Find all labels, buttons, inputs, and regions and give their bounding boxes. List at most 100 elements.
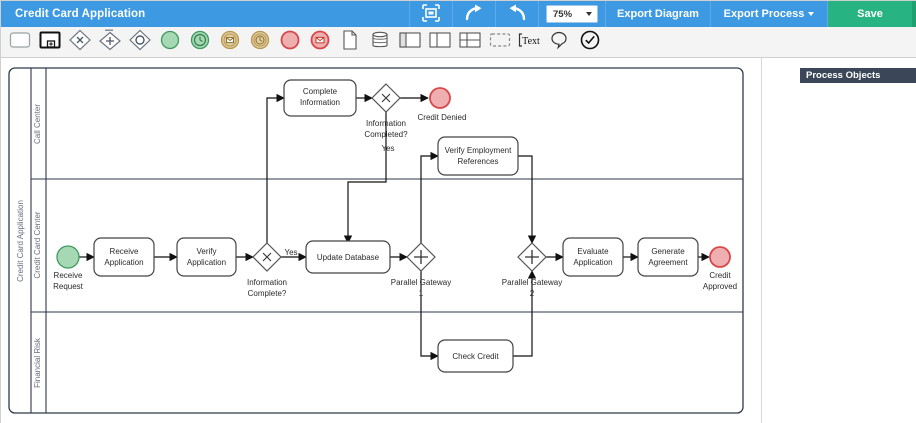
pool-label: Credit Card Application xyxy=(16,200,25,282)
end-event-shape[interactable] xyxy=(429,87,451,109)
start-timer-event-tool[interactable] xyxy=(185,28,215,56)
gateway-parallel-2[interactable]: Parallel Gateway 2 xyxy=(502,242,562,298)
export-diagram-button[interactable]: Export Diagram xyxy=(617,8,699,20)
intermediate-timer-event-tool[interactable] xyxy=(245,28,275,56)
start-event-label-line2: Request xyxy=(53,282,84,291)
sequence-flow[interactable] xyxy=(343,112,387,244)
lane-label-financial-risk: Financial Risk xyxy=(33,337,42,388)
export-process-button[interactable]: Export Process xyxy=(711,1,827,27)
task-shape[interactable] xyxy=(562,237,624,277)
exclusive-gateway-tool[interactable] xyxy=(65,28,95,56)
lane-vertical-tool[interactable] xyxy=(425,28,455,56)
gateway-information-completed[interactable]: Information Completed? xyxy=(364,83,408,139)
task-label-line1: Verify xyxy=(196,247,216,256)
toolbar-divider xyxy=(827,1,828,27)
bpmn-diagram[interactable]: Credit Card Application Call Center Cred… xyxy=(1,58,916,423)
sequence-flow[interactable] xyxy=(420,271,439,361)
end-event-tool[interactable] xyxy=(275,28,305,56)
save-dropdown-button[interactable] xyxy=(912,1,916,27)
end-event-credit-approved[interactable]: Credit Approved xyxy=(703,246,737,291)
task-shape[interactable] xyxy=(305,240,391,274)
data-object-tool[interactable] xyxy=(335,28,365,56)
save-button[interactable]: Save xyxy=(828,1,912,27)
gateway-label-line1: Parallel Gateway xyxy=(391,278,451,287)
start-event-shape[interactable] xyxy=(56,245,80,269)
task-label-line2: Agreement xyxy=(648,258,688,267)
task-shape[interactable] xyxy=(283,79,357,117)
chevron-down-icon xyxy=(586,12,592,16)
parallel-gateway-tool[interactable] xyxy=(95,28,125,56)
end-event-credit-denied[interactable]: Credit Denied xyxy=(418,87,467,122)
start-timer-event-icon xyxy=(189,29,211,56)
validate-icon xyxy=(579,29,601,56)
text-annotation-icon: Text xyxy=(517,30,543,55)
sequence-flow[interactable] xyxy=(513,270,537,357)
start-event-icon xyxy=(159,29,181,56)
gateway-label-line1: Parallel Gateway xyxy=(502,278,562,287)
task-complete-information[interactable]: Complete Information xyxy=(283,79,357,117)
task-evaluate-application[interactable]: Evaluate Application xyxy=(562,237,624,277)
task-verify-application[interactable]: Verify Application xyxy=(176,237,237,277)
subprocess-tool[interactable] xyxy=(35,28,65,56)
parallel-marker-icon xyxy=(525,250,539,264)
task-shape[interactable] xyxy=(437,339,514,373)
data-store-icon xyxy=(369,29,391,56)
task-shape[interactable] xyxy=(437,136,519,176)
task-shape[interactable] xyxy=(176,237,237,277)
task-tool[interactable] xyxy=(5,28,35,56)
zoom-level-value: 75% xyxy=(553,8,573,20)
end-event-shape[interactable] xyxy=(709,246,731,268)
zoom-select[interactable]: 75% xyxy=(546,5,598,23)
sequence-flow[interactable] xyxy=(420,151,439,243)
task-receive-application[interactable]: Receive Application xyxy=(93,237,155,277)
process-objects-panel: Process Objects xyxy=(761,58,916,423)
toolbar-divider xyxy=(409,1,410,27)
sequence-flow[interactable] xyxy=(266,93,285,243)
task-label-line1: Check Credit xyxy=(452,352,499,361)
fullscreen-button[interactable] xyxy=(410,1,452,27)
data-store-tool[interactable] xyxy=(365,28,395,56)
validate-tool[interactable] xyxy=(575,28,605,56)
gateway-parallel-1[interactable]: Parallel Gateway 1 xyxy=(391,242,451,298)
inclusive-gateway-tool[interactable] xyxy=(125,28,155,56)
task-check-credit[interactable]: Check Credit xyxy=(437,339,514,373)
zoom-control[interactable]: 75% xyxy=(539,1,605,27)
end-message-event-icon xyxy=(309,29,331,56)
exclusive-marker-icon xyxy=(262,252,272,262)
task-label-line2: References xyxy=(458,157,499,166)
start-event-receive-request[interactable]: Receive Request xyxy=(53,245,84,291)
task-shape[interactable] xyxy=(93,237,155,277)
toolbar-divider xyxy=(605,1,606,27)
message-tool[interactable] xyxy=(545,28,575,56)
task-update-database[interactable]: Update Database xyxy=(305,240,391,274)
group-tool[interactable] xyxy=(485,28,515,56)
fullscreen-icon xyxy=(422,3,440,25)
task-verify-employment-references[interactable]: Verify Employment References xyxy=(437,136,519,176)
pool-horizontal-tool[interactable] xyxy=(395,28,425,56)
task-label-line1: Verify Employment xyxy=(445,146,512,155)
lane-horizontal-tool[interactable] xyxy=(455,28,485,56)
task-label-line1: Update Database xyxy=(317,253,380,262)
task-generate-agreement[interactable]: Generate Agreement xyxy=(637,237,699,277)
task-icon xyxy=(9,30,31,55)
end-message-event-tool[interactable] xyxy=(305,28,335,56)
message-icon xyxy=(549,30,571,55)
undo-button[interactable] xyxy=(496,1,538,27)
sequence-flow[interactable] xyxy=(518,155,537,244)
redo-button[interactable] xyxy=(453,1,495,27)
gateway-label-line2: Completed? xyxy=(364,130,408,139)
toolbar-divider xyxy=(538,1,539,27)
intermediate-message-event-tool[interactable] xyxy=(215,28,245,56)
end-event-label: Credit Denied xyxy=(418,113,467,122)
exclusive-marker-icon xyxy=(381,93,391,103)
intermediate-message-event-icon xyxy=(219,29,241,56)
lane-label-call-center: Call Center xyxy=(33,104,42,144)
chevron-down-icon xyxy=(808,12,815,16)
text-annotation-tool[interactable]: Text xyxy=(515,28,545,56)
task-shape[interactable] xyxy=(637,237,699,277)
gateway-information-complete[interactable]: Information Complete? xyxy=(247,242,287,298)
start-event-tool[interactable] xyxy=(155,28,185,56)
export-process-label: Export Process xyxy=(723,8,805,20)
end-event-label-line1: Credit xyxy=(709,271,731,280)
